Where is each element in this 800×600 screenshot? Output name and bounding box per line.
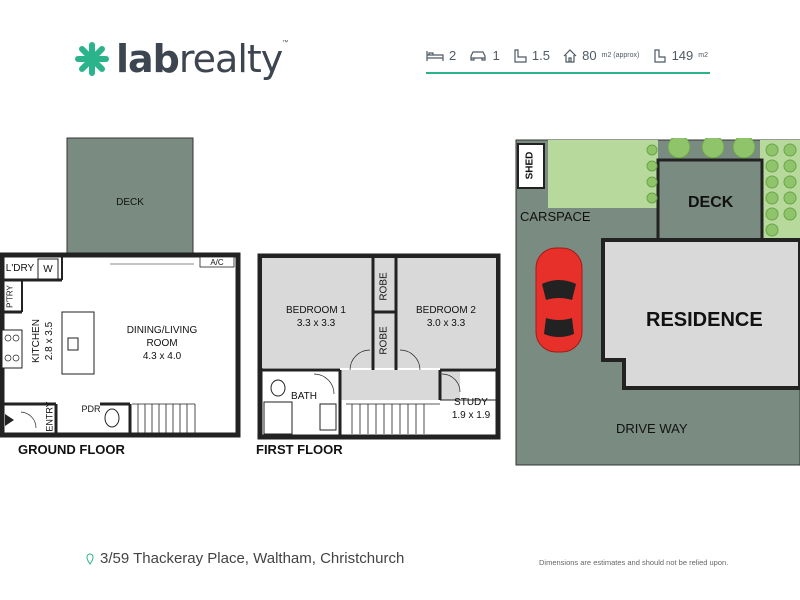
laundry-label: L'DRY bbox=[5, 263, 35, 274]
first-floor-plan bbox=[257, 253, 501, 440]
first-stairs bbox=[346, 403, 440, 434]
bathtub bbox=[263, 401, 293, 435]
site-lawn bbox=[548, 140, 658, 208]
hall-area bbox=[340, 370, 460, 400]
bath-toilet bbox=[270, 379, 286, 397]
asterisk-logo-icon bbox=[75, 42, 109, 76]
robe-2-label: ROBE bbox=[378, 326, 390, 355]
shed-label: SHED bbox=[524, 151, 536, 180]
property-address: 3/59 Thackeray Place, Waltham, Christchu… bbox=[86, 550, 404, 567]
bath-icon bbox=[514, 48, 527, 63]
disclaimer: Dimensions are estimates and should not … bbox=[539, 558, 729, 567]
washer-label: W bbox=[43, 264, 53, 275]
bedroom-1-area bbox=[262, 258, 372, 368]
bath-vanity bbox=[319, 403, 337, 431]
shed bbox=[517, 143, 545, 189]
bath-label: BATH bbox=[291, 391, 317, 402]
site-garden bbox=[760, 140, 800, 240]
location-pin-icon bbox=[86, 553, 94, 565]
site-deck-label: DECK bbox=[688, 194, 734, 211]
residence-outline bbox=[601, 238, 800, 390]
ac-label: A/C bbox=[210, 258, 224, 267]
ac-unit bbox=[199, 256, 235, 268]
ground-floor-plan bbox=[0, 137, 241, 438]
driveway-label: DRIVE WAY bbox=[616, 421, 688, 436]
robe-1-label: ROBE bbox=[378, 272, 390, 301]
land-icon bbox=[653, 48, 666, 63]
first-floor-title: FIRST FLOOR bbox=[256, 442, 343, 457]
carspace-label: CARSPACE bbox=[520, 209, 591, 224]
car-icon bbox=[470, 50, 487, 61]
washer bbox=[37, 258, 59, 280]
kitchen-sink bbox=[67, 337, 79, 351]
car-graphic bbox=[535, 247, 583, 353]
stats-underline bbox=[426, 72, 710, 74]
ground-floor-title: GROUND FLOOR bbox=[18, 442, 125, 457]
toilet bbox=[104, 408, 120, 428]
stat-bathrooms: 1.5 bbox=[513, 48, 550, 63]
brand-tm: ™ bbox=[282, 40, 289, 46]
brand-name: labrealty bbox=[116, 37, 283, 81]
pantry-label: P'TRY bbox=[5, 285, 15, 308]
entry-arrow-icon bbox=[5, 414, 14, 426]
cooktop bbox=[1, 329, 23, 369]
bedroom-2-area bbox=[396, 258, 496, 368]
stat-car: 1 bbox=[469, 48, 500, 63]
house-icon bbox=[563, 48, 577, 63]
ground-deck bbox=[66, 137, 194, 261]
brand-logo: labrealty ™ bbox=[74, 40, 288, 78]
ground-deck-label: DECK bbox=[116, 197, 144, 208]
trees bbox=[646, 138, 797, 237]
stat-bedrooms: 2 bbox=[426, 48, 456, 63]
ground-stairs bbox=[132, 403, 196, 433]
bed-icon bbox=[426, 50, 444, 61]
entry-label: ENTRY bbox=[44, 401, 55, 432]
residence-label: RESIDENCE bbox=[646, 309, 763, 331]
site-plan bbox=[515, 138, 800, 466]
powder-label: PDR bbox=[81, 404, 101, 414]
site-deck bbox=[656, 158, 764, 246]
